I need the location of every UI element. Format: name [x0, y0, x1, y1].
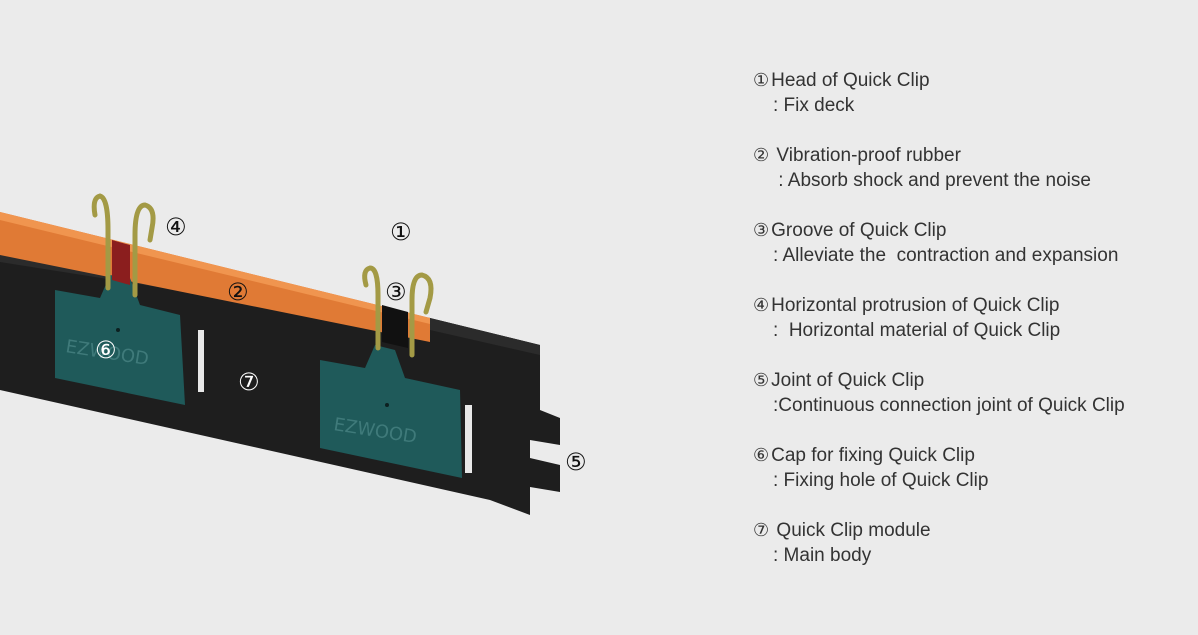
callout-5: ⑤ — [565, 448, 587, 476]
clip-rubber-left — [112, 240, 130, 285]
callout-3: ③ — [385, 278, 407, 306]
legend-desc: : Fix deck — [773, 95, 855, 116]
legend-desc: : Alleviate the contraction and expansio… — [773, 245, 1119, 266]
cap-right — [320, 345, 462, 478]
callout-6: ⑥ — [95, 336, 117, 364]
legend-desc: :Continuous connection joint of Quick Cl… — [773, 395, 1125, 416]
callout-4: ④ — [165, 213, 187, 241]
cap-left — [55, 275, 185, 405]
quick-clip-figure: EZWOOD EZWOOD ① ② ③ ④ ⑤ ⑥ ⑦ — [0, 193, 587, 515]
cap-hole — [385, 403, 389, 407]
quick-clip-right — [362, 265, 434, 358]
quick-clip-left — [91, 193, 156, 298]
callout-1: ① — [390, 218, 412, 246]
callout-7: ⑦ — [238, 368, 260, 396]
clip-rubber-right — [382, 305, 408, 348]
cap-hole — [116, 328, 120, 332]
legend-item: ⑦ Quick Clip module : Main body — [753, 518, 1193, 568]
legend-desc: : Fixing hole of Quick Clip — [773, 470, 989, 491]
legend-item: ② Vibration-proof rubber : Absorb shock … — [753, 143, 1193, 193]
module-slot — [465, 405, 472, 473]
module-slot — [198, 330, 204, 392]
legend-desc: : Main body — [773, 545, 872, 566]
legend-desc: : Horizontal material of Quick Clip — [773, 320, 1061, 341]
legend-title: ⑦ Quick Clip module — [753, 520, 931, 541]
legend-desc: : Absorb shock and prevent the noise — [773, 170, 1091, 191]
legend-title: ② Vibration-proof rubber — [753, 145, 961, 166]
callout-2: ② — [227, 278, 249, 306]
